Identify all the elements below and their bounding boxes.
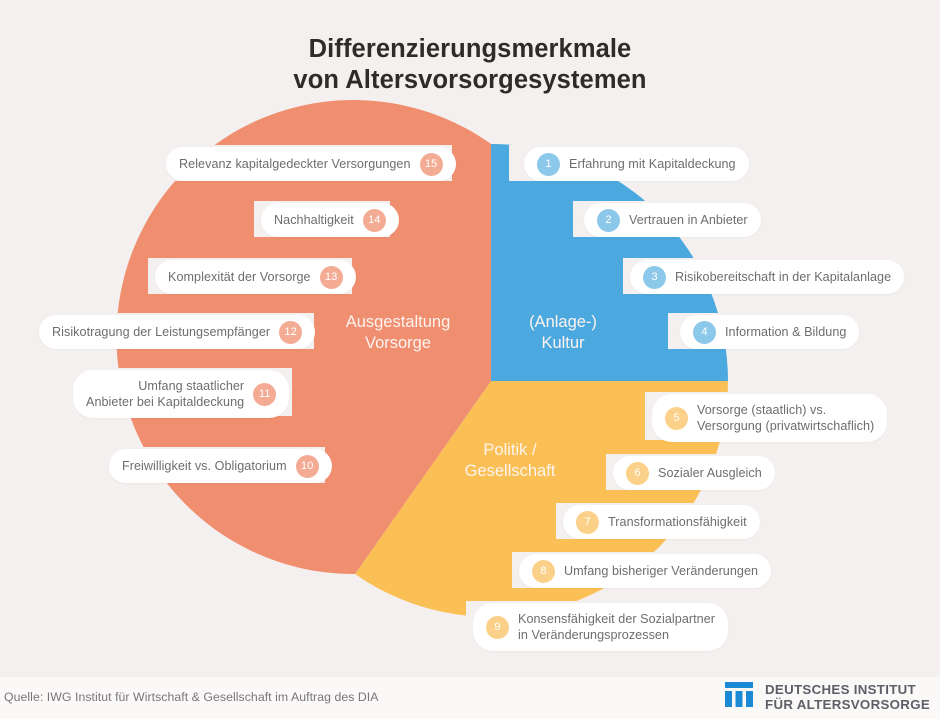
item-pill-5[interactable]: 5 Vorsorge (staatlich) vs. Versorgung (p… (652, 394, 888, 442)
item-label-12: Risikotragung der Leistungsempfänger (52, 325, 271, 339)
item-label-7: Transformationsfähigkeit (608, 515, 747, 529)
columns-icon (724, 681, 754, 713)
item-badge-3: 3 (643, 265, 666, 289)
item-label-15: Relevanz kapitalgedeckter Versorgungen (179, 157, 411, 171)
item-label-8: Umfang bisheriger Veränderungen (564, 564, 759, 578)
item-label-13: Komplexität der Vorsorge (168, 270, 311, 284)
item-badge-7: 7 (576, 510, 599, 534)
item-label-10: Freiwilligkeit vs. Obligatorium (122, 459, 287, 473)
item-pill-10[interactable]: Freiwilligkeit vs. Obligatorium 10 (109, 449, 332, 483)
item-pill-13[interactable]: Komplexität der Vorsorge 13 (155, 260, 356, 294)
title-line-1: Differenzierungsmerkmale (308, 35, 632, 63)
item-label-3: Risikobereitschaft in der Kapitalanlage (675, 270, 892, 284)
source-note: Quelle: IWG Institut für Wirtschaft & Ge… (4, 690, 379, 704)
item-badge-14: 14 (362, 208, 386, 232)
item-pill-7[interactable]: 7 Transformationsfähigkeit (563, 505, 760, 539)
item-badge-6: 6 (626, 461, 649, 485)
item-label-11: Umfang staatlicher Anbieter bei Kapitald… (86, 379, 245, 409)
item-label-9: Konsensfähigkeit der Sozialpartner in Ve… (518, 612, 716, 642)
item-badge-1: 1 (537, 152, 560, 176)
item-badge-10: 10 (295, 454, 319, 478)
page-title: Differenzierungsmerkmale von Altersvorso… (0, 34, 940, 96)
logo-wordmark: DEUTSCHES INSTITUT FÜR ALTERSVORSORGE (765, 681, 930, 713)
item-pill-9[interactable]: 9 Konsensfähigkeit der Sozialpartner in … (473, 603, 729, 651)
item-pill-3[interactable]: 3 Risikobereitschaft in der Kapitalanlag… (630, 260, 905, 294)
title-line-2: von Altersvorsorgesystemen (293, 66, 647, 94)
dia-logo: DEUTSCHES INSTITUT FÜR ALTERSVORSORGE (724, 681, 930, 713)
item-pill-2[interactable]: 2 Vertrauen in Anbieter (584, 203, 761, 237)
item-label-14: Nachhaltigkeit (274, 213, 354, 227)
item-pill-11[interactable]: Umfang staatlicher Anbieter bei Kapitald… (73, 370, 290, 418)
item-label-5: Vorsorge (staatlich) vs. Versorgung (pri… (697, 403, 875, 433)
item-label-6: Sozialer Ausgleich (658, 466, 762, 480)
item-label-1: Erfahrung mit Kapitaldeckung (569, 157, 736, 171)
item-badge-13: 13 (319, 265, 343, 289)
item-pill-15[interactable]: Relevanz kapitalgedeckter Versorgungen 1… (166, 147, 456, 181)
item-pill-4[interactable]: 4 Information & Bildung (680, 315, 860, 349)
item-badge-8: 8 (532, 559, 555, 583)
item-badge-4: 4 (693, 320, 716, 344)
item-pill-12[interactable]: Risikotragung der Leistungsempfänger 12 (39, 315, 316, 349)
item-badge-9: 9 (486, 615, 509, 639)
item-badge-5: 5 (665, 406, 688, 430)
item-label-2: Vertrauen in Anbieter (629, 213, 748, 227)
item-label-4: Information & Bildung (725, 325, 847, 339)
item-badge-11: 11 (253, 382, 277, 406)
item-badge-15: 15 (419, 152, 443, 176)
item-pill-6[interactable]: 6 Sozialer Ausgleich (613, 456, 775, 490)
item-badge-12: 12 (279, 320, 303, 344)
footer: Quelle: IWG Institut für Wirtschaft & Ge… (0, 677, 940, 719)
item-badge-2: 2 (597, 208, 620, 232)
item-pill-14[interactable]: Nachhaltigkeit 14 (261, 203, 399, 237)
item-pill-1[interactable]: 1 Erfahrung mit Kapitaldeckung (524, 147, 749, 181)
item-pill-8[interactable]: 8 Umfang bisheriger Veränderungen (519, 554, 772, 588)
